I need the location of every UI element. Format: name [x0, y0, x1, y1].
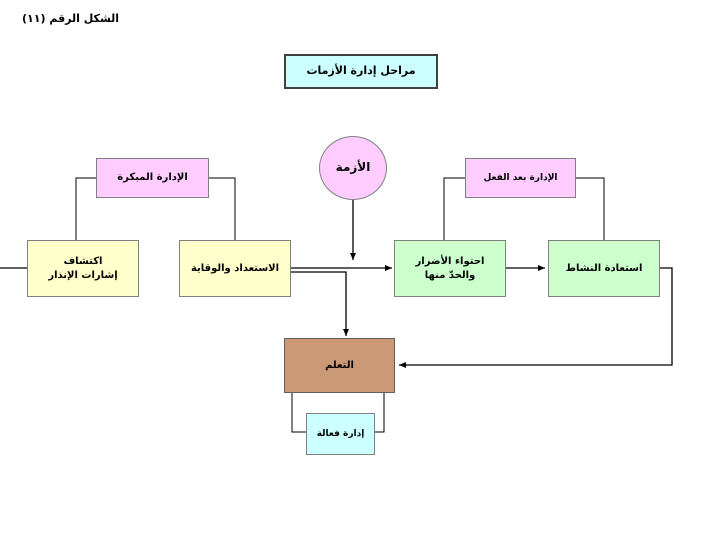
recovery-box: استعادة النشاط: [548, 240, 660, 297]
effective-management-box: إدارة فعالة: [306, 413, 375, 455]
recovery-to-learning-arrow: [399, 267, 673, 368]
to-learning-arrow: [291, 271, 349, 336]
post-management-box: الإدارة بعد الفعل: [465, 158, 576, 198]
containment-box: احتواء الأضرار والحدّ منها: [394, 240, 506, 297]
early-management-box: الإدارة المبكرة: [96, 158, 209, 198]
learning-box: التعلم: [284, 338, 395, 393]
diagram-title: مراحل إدارة الأزمات: [284, 54, 438, 89]
figure-caption: الشكل الرقم (١١): [22, 12, 120, 25]
preparation-box: الاستعداد والوقاية: [179, 240, 291, 297]
crisis-node: الأزمة: [319, 136, 387, 200]
detect-signals-box: اكتشاف إشارات الإنذار: [27, 240, 139, 297]
